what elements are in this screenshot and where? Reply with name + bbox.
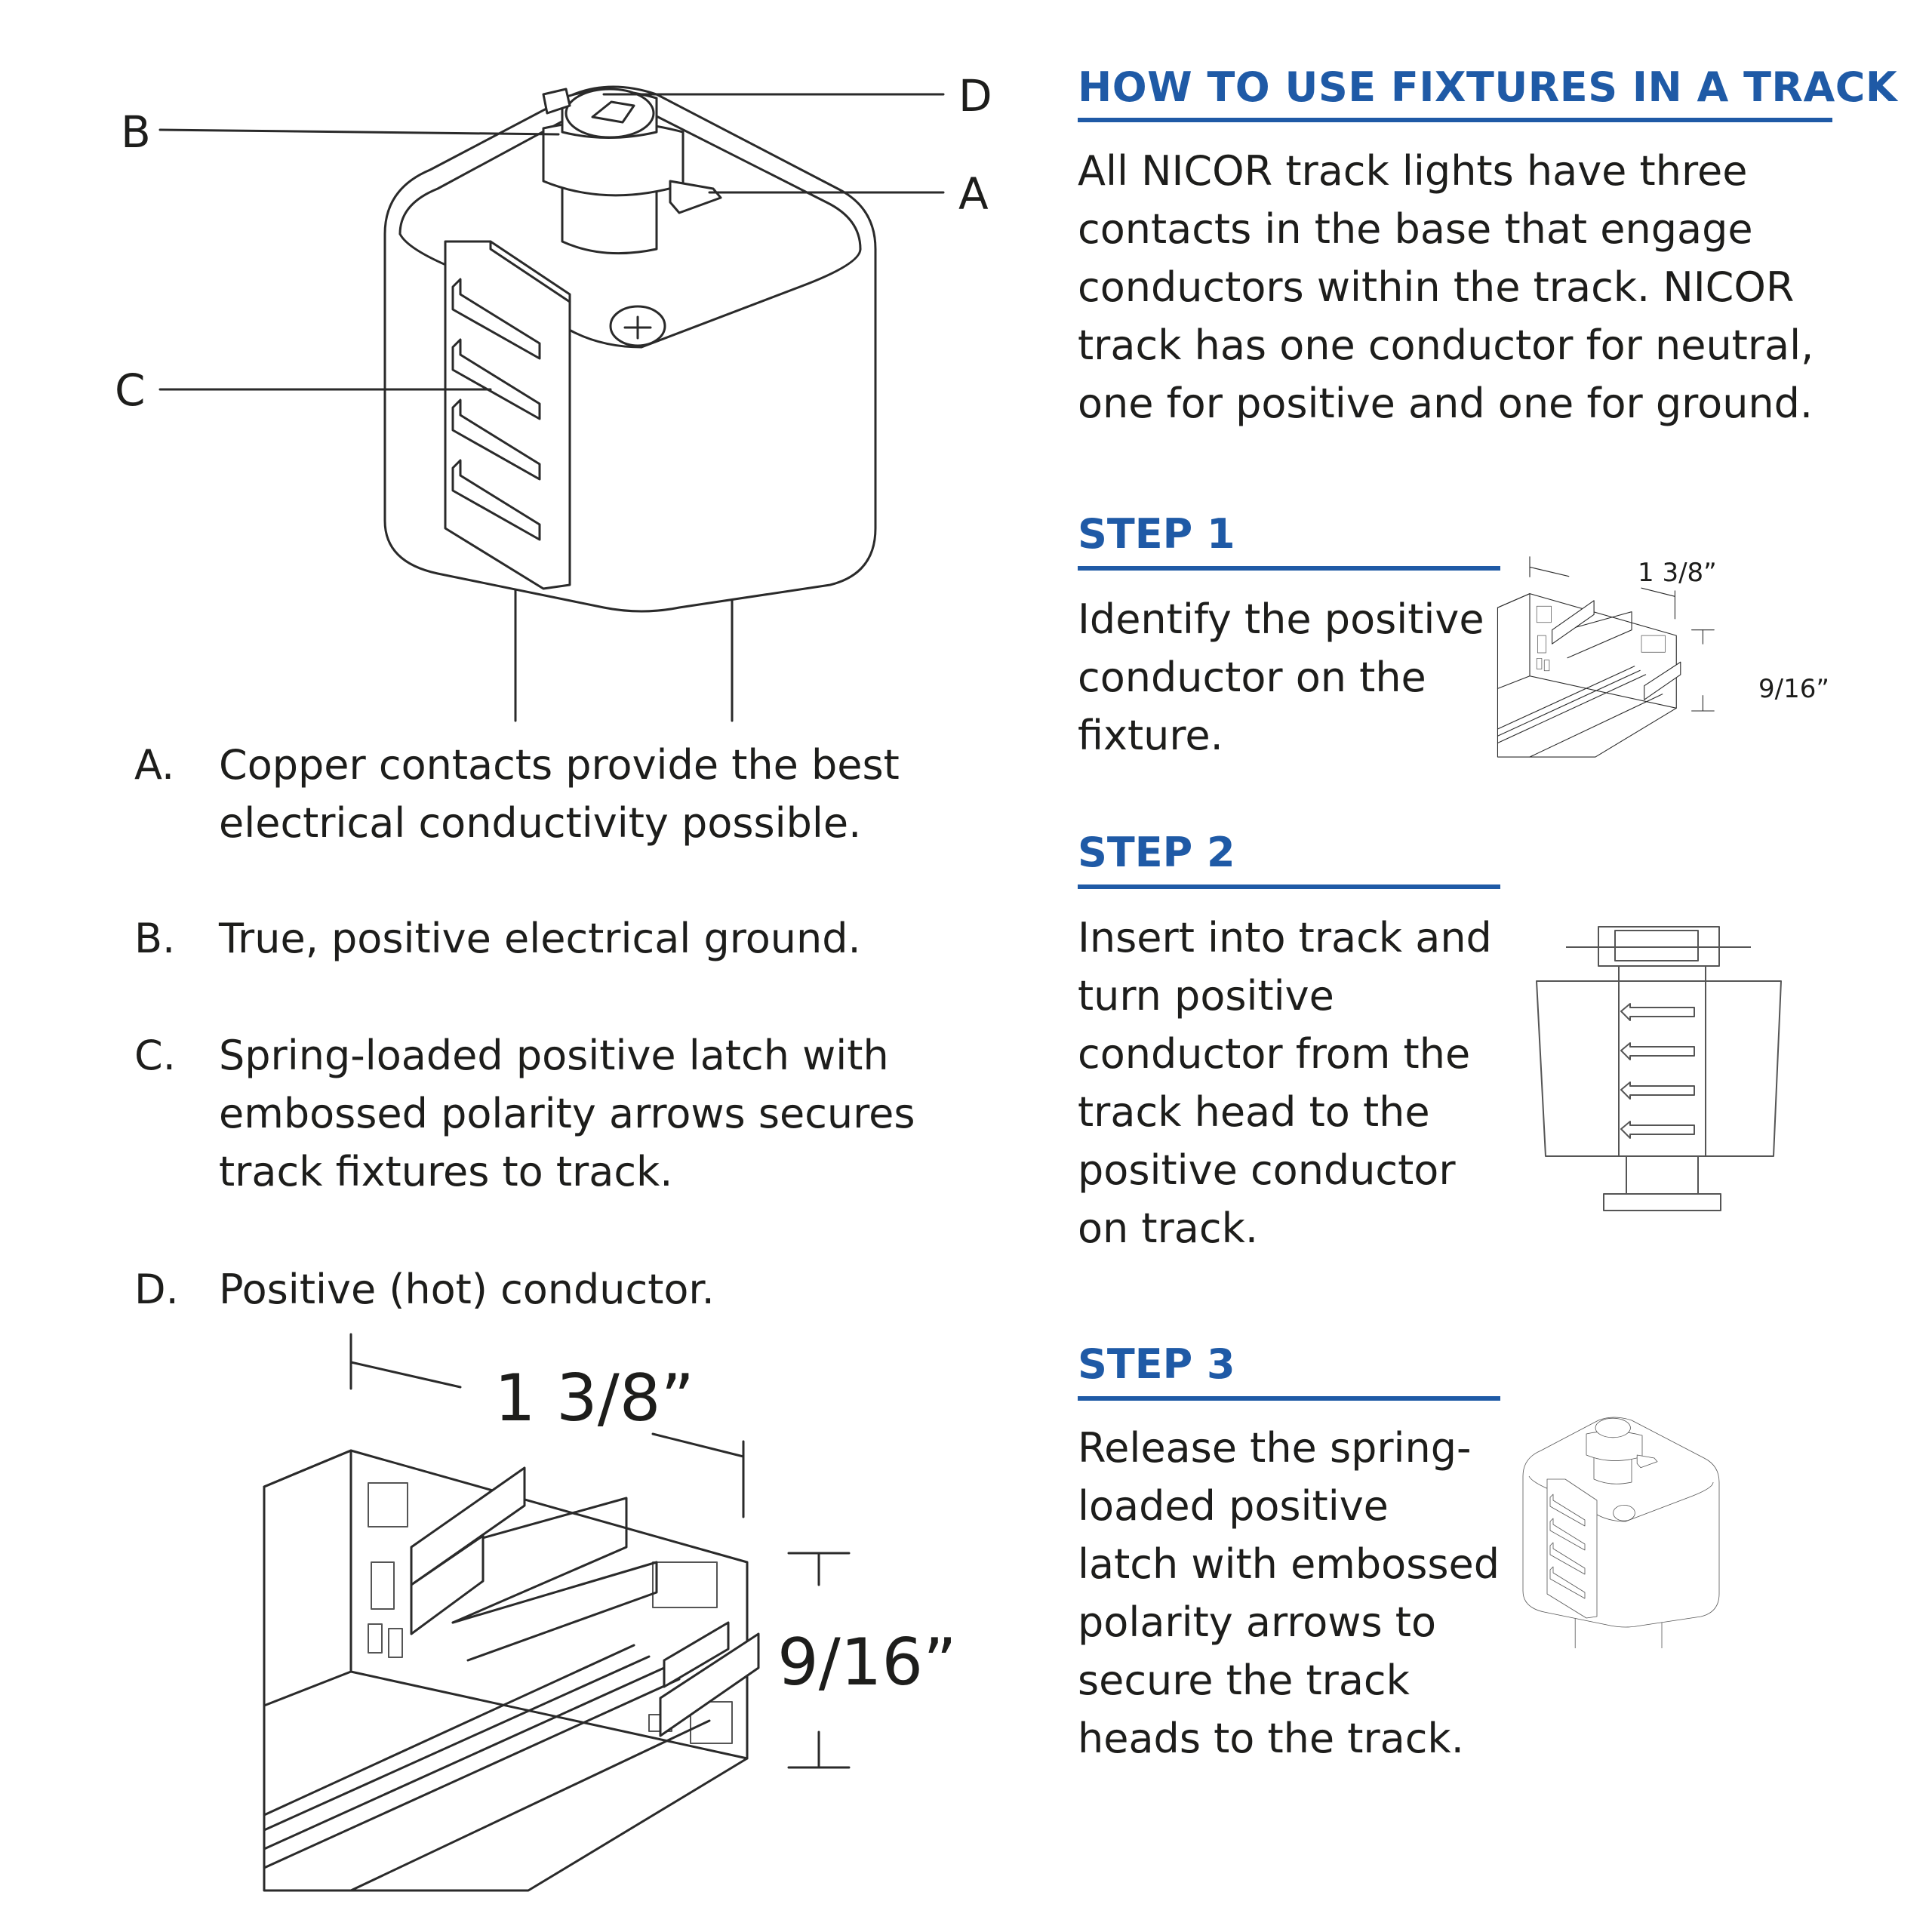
step2-title: STEP 2 [1078,829,1500,889]
leader-b [158,128,560,136]
callout-d: D [958,70,992,122]
feature-key: B. [134,915,176,962]
track-head-illustration [158,85,945,722]
track-body [263,1449,749,1892]
step1-text: Identify the positive conductor on the f… [1078,595,1484,759]
feature-text: Positive (hot) conductor. [219,1266,715,1313]
guide-intro: All NICOR track lights have three contac… [1078,147,1814,427]
guide-title: HOW TO USE FIXTURES IN A TRACK [1078,60,1897,122]
latch-plate [444,240,571,590]
head-top-edge [398,232,862,349]
step3-title: STEP 3 [1078,1340,1500,1401]
feature-key: D. [134,1266,179,1313]
feature-key: C. [134,1032,176,1079]
ground-clip [542,88,571,115]
callout-a: A [958,168,989,220]
track-width-label: 1 3/8” [494,1361,695,1436]
step2-arrows [1620,1003,1695,1139]
track-height-label: 9/16” [777,1625,957,1700]
feature-text: Copper contacts provide the best electri… [219,741,900,847]
step2-text: Insert into track and turn positive cond… [1078,914,1492,1252]
copper-contact [669,180,722,214]
feature-text: Spring-loaded positive latch with emboss… [219,1032,915,1195]
conductor-cap [565,88,655,139]
feature-key: A. [134,741,175,789]
feature-text: True, positive electrical ground. [219,915,861,962]
step3-text: Release the spring-loaded positive latch… [1078,1424,1500,1762]
callout-c: C [115,365,146,416]
polarity-arrows [451,278,541,541]
step1-height-label: 9/16” [1758,674,1829,704]
step1-title: STEP 1 [1078,510,1500,571]
track-profile-illustration [263,1333,851,1892]
callout-b: B [121,106,151,158]
step1-width-label: 1 3/8” [1638,558,1717,588]
step3-head-illustration [1522,1417,1720,1649]
step1-track-illustration [1497,556,1715,758]
step2-insert-illustration [1536,926,1782,1211]
